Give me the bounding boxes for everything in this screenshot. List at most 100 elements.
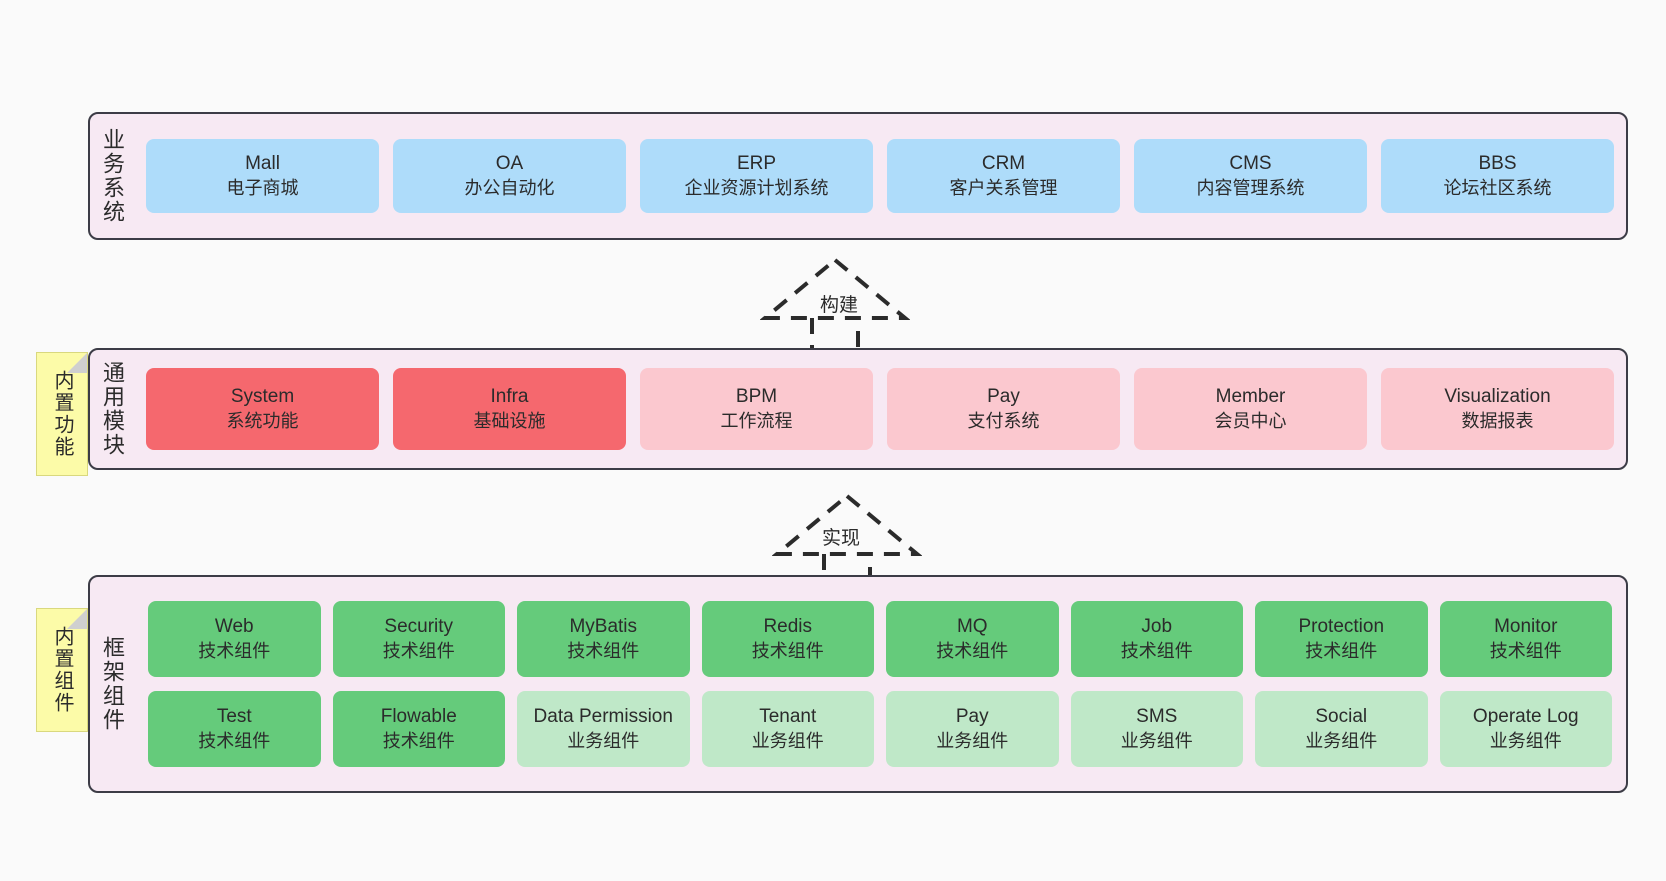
framework-layer-title: 框架组件: [99, 636, 125, 732]
note-builtin-features: 内置功能: [36, 352, 88, 476]
component-name: Security: [384, 616, 454, 638]
common-layer-title: 通用模块: [99, 361, 125, 457]
component-desc: 数据报表: [1461, 410, 1534, 431]
component-desc: 会员中心: [1214, 410, 1287, 431]
component-name: Pay: [955, 706, 989, 728]
component-name: Social: [1315, 706, 1368, 728]
component-name: Data Permission: [533, 706, 673, 728]
component-desc: 技术组件: [936, 640, 1009, 661]
component-name: Monitor: [1494, 616, 1558, 638]
build-connector-label: 构建: [820, 295, 859, 316]
component-name: SMS: [1136, 706, 1178, 728]
component-desc: 技术组件: [751, 640, 824, 661]
component-desc: 业务组件: [751, 730, 824, 751]
component-name: Mall: [245, 153, 280, 175]
component-desc: 技术组件: [382, 730, 455, 751]
component-desc: 技术组件: [1120, 640, 1193, 661]
component-name: System: [230, 386, 295, 408]
component-name: Pay: [987, 386, 1020, 408]
component-desc: 技术组件: [382, 640, 455, 661]
component-name: OA: [495, 153, 524, 175]
component-desc: 业务组件: [1120, 730, 1193, 751]
component-desc: 业务组件: [1305, 730, 1378, 751]
component-desc: 办公自动化: [464, 177, 555, 198]
component-desc: 业务组件: [1489, 730, 1562, 751]
component-desc: 系统功能: [226, 410, 299, 431]
component-name: Web: [214, 616, 254, 638]
component-name: Redis: [763, 616, 813, 638]
note-builtin-components-label: 内置组件: [51, 626, 73, 714]
component-desc: 技术组件: [198, 640, 271, 661]
component-name: BBS: [1478, 153, 1517, 175]
note-builtin-features-label: 内置功能: [51, 370, 73, 458]
component-desc: 支付系统: [967, 410, 1040, 431]
component-desc: 企业资源计划系统: [684, 177, 829, 198]
component-name: Member: [1215, 386, 1286, 408]
component-name: CMS: [1229, 153, 1272, 175]
component-name: Visualization: [1444, 386, 1551, 408]
component-name: Flowable: [380, 706, 457, 728]
component-desc: 论坛社区系统: [1443, 177, 1552, 198]
component-desc: 工作流程: [720, 410, 793, 431]
component-name: MyBatis: [569, 616, 638, 638]
component-name: BPM: [735, 386, 778, 408]
component-name: Infra: [490, 386, 529, 408]
component-desc: 业务组件: [567, 730, 640, 751]
component-desc: 技术组件: [1305, 640, 1378, 661]
component-desc: 内容管理系统: [1196, 177, 1305, 198]
component-desc: 技术组件: [567, 640, 640, 661]
component-name: Operate Log: [1472, 706, 1579, 728]
component-name: ERP: [736, 153, 777, 175]
note-builtin-components: 内置组件: [36, 608, 88, 732]
component-desc: 基础设施: [473, 410, 546, 431]
component-desc: 技术组件: [198, 730, 271, 751]
component-desc: 业务组件: [936, 730, 1009, 751]
component-name: Job: [1141, 616, 1173, 638]
component-name: Test: [216, 706, 252, 728]
implement-connector-label: 实现: [822, 528, 861, 549]
component-name: Protection: [1298, 616, 1385, 638]
component-name: CRM: [981, 153, 1026, 175]
component-name: Tenant: [759, 706, 817, 728]
component-desc: 技术组件: [1489, 640, 1562, 661]
business-layer-title: 业务系统: [99, 128, 125, 224]
component-name: MQ: [956, 616, 988, 638]
component-desc: 客户关系管理: [949, 177, 1058, 198]
